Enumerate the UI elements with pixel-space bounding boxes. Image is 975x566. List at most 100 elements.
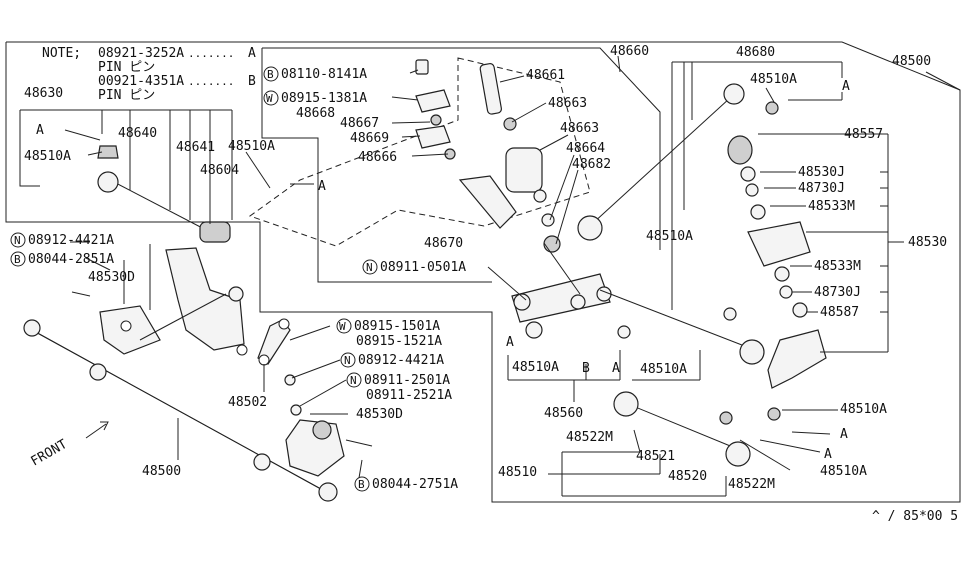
svg-text:N: N bbox=[344, 354, 351, 367]
note-line1-sub: PIN ピン bbox=[98, 60, 155, 75]
svg-text:B: B bbox=[14, 253, 21, 266]
diagram-frame bbox=[5, 41, 961, 503]
label-48664: 48664 bbox=[566, 141, 605, 156]
label-48661: 48661 bbox=[526, 68, 565, 83]
svg-text:B: B bbox=[267, 68, 274, 81]
label-08911-2501A: 08911-2501A bbox=[364, 373, 450, 388]
label-48587: 48587 bbox=[820, 305, 859, 320]
svg-text:.......: ....... bbox=[188, 75, 234, 88]
svg-text:.......: ....... bbox=[188, 47, 234, 60]
idler-arm-assembly bbox=[165, 247, 248, 356]
label-48663b: 48663 bbox=[560, 121, 599, 136]
svg-text:N: N bbox=[350, 374, 357, 387]
label-48670: 48670 bbox=[424, 236, 463, 251]
pin-tag-b: B bbox=[582, 361, 590, 376]
label-48530D-1: 48530D bbox=[88, 270, 135, 285]
label-48660: 48660 bbox=[610, 44, 649, 59]
label-08911-2521A: 08911-2521A bbox=[366, 388, 452, 403]
label-48521: 48521 bbox=[636, 449, 675, 464]
pin-tag-a: A bbox=[840, 427, 848, 442]
label-48510A-7: 48510A bbox=[840, 402, 887, 417]
label-48530J-1: 48530J bbox=[798, 165, 845, 180]
pin-tag-a: A bbox=[318, 179, 326, 194]
svg-text:B: B bbox=[358, 478, 365, 491]
label-48510A-5: 48510A bbox=[512, 360, 559, 375]
label-48630: 48630 bbox=[24, 86, 63, 101]
label-48641: 48641 bbox=[176, 140, 215, 155]
note-line2-tag: B bbox=[248, 74, 256, 89]
note-line2-part: 00921-4351A bbox=[98, 74, 184, 89]
svg-text:N: N bbox=[14, 234, 21, 247]
part-labels: 48500 48660 48680 48630 08110-8141A 4866… bbox=[24, 44, 947, 492]
label-48667: 48667 bbox=[340, 116, 379, 131]
label-48560: 48560 bbox=[544, 406, 583, 421]
label-08044-2751A: 08044-2751A bbox=[372, 477, 458, 492]
footer-code: ^ / 85*00 5 bbox=[872, 509, 958, 524]
label-08915-1381A: 08915-1381A bbox=[281, 91, 367, 106]
prefix-markers: B W N B N W N N B bbox=[10, 66, 378, 492]
label-48682: 48682 bbox=[572, 157, 611, 172]
label-48510A-8: 48510A bbox=[820, 464, 867, 479]
label-48604: 48604 bbox=[200, 163, 239, 178]
label-08912-4421A-1: 08912-4421A bbox=[28, 233, 114, 248]
right-tie-rod-48680 bbox=[577, 83, 779, 241]
label-48668: 48668 bbox=[296, 106, 335, 121]
svg-text:N: N bbox=[366, 261, 373, 274]
label-48522M-2: 48522M bbox=[728, 477, 775, 492]
relay-rod-48670 bbox=[458, 175, 612, 339]
center-link bbox=[23, 319, 338, 502]
label-48533M-2: 48533M bbox=[814, 259, 861, 274]
label-48666: 48666 bbox=[358, 150, 397, 165]
label-08044-2851A: 08044-2851A bbox=[28, 252, 114, 267]
label-48510: 48510 bbox=[498, 465, 537, 480]
bracket-48530D bbox=[99, 293, 227, 355]
label-48669: 48669 bbox=[350, 131, 389, 146]
detail-dash-region bbox=[248, 57, 591, 247]
label-48730J-2: 48730J bbox=[814, 285, 861, 300]
label-48510A-6: 48510A bbox=[640, 362, 687, 377]
lower-right-tie-rod bbox=[599, 289, 781, 467]
label-48500-top: 48500 bbox=[892, 54, 931, 69]
pin-tag-a: A bbox=[842, 79, 850, 94]
label-48640: 48640 bbox=[118, 126, 157, 141]
label-48557: 48557 bbox=[844, 127, 883, 142]
left-tie-rod-assembly bbox=[97, 145, 231, 243]
label-48510A-4: 48510A bbox=[646, 229, 693, 244]
label-48730J-1: 48730J bbox=[798, 181, 845, 196]
note-line1-tag: A bbox=[248, 46, 256, 61]
pin-tag-a: A bbox=[36, 123, 44, 138]
pin-tag-a: A bbox=[824, 447, 832, 462]
steering-column-parts bbox=[415, 59, 561, 253]
label-08912-4421A-2: 08912-4421A bbox=[358, 353, 444, 368]
label-08915-1521A: 08915-1521A bbox=[356, 334, 442, 349]
svg-text:W: W bbox=[266, 92, 273, 105]
front-indicator: FRONT bbox=[29, 421, 109, 470]
label-48533M-1: 48533M bbox=[808, 199, 855, 214]
label-48510A-3: 48510A bbox=[228, 139, 275, 154]
gearbox-48530 bbox=[727, 135, 827, 389]
front-label: FRONT bbox=[29, 437, 71, 470]
label-48502: 48502 bbox=[228, 395, 267, 410]
note-line1-part: 08921-3252A bbox=[98, 46, 184, 61]
label-08110-8141A: 08110-8141A bbox=[281, 67, 367, 82]
pitman-arm-bottom bbox=[285, 419, 373, 477]
svg-text:W: W bbox=[339, 320, 346, 333]
label-48510A-1: 48510A bbox=[750, 72, 797, 87]
note-title: NOTE; bbox=[42, 46, 81, 61]
label-48663a: 48663 bbox=[548, 96, 587, 111]
label-48510A-2: 48510A bbox=[24, 149, 71, 164]
label-48520: 48520 bbox=[668, 469, 707, 484]
front-arrow-icon bbox=[85, 421, 109, 439]
label-48530: 48530 bbox=[908, 235, 947, 250]
label-48500-bottom: 48500 bbox=[142, 464, 181, 479]
pin-tags: A A A A B A A A bbox=[36, 79, 850, 462]
note-line2-sub: PIN ピン bbox=[98, 88, 155, 103]
label-08915-1501A: 08915-1501A bbox=[354, 319, 440, 334]
label-48530D-2: 48530D bbox=[356, 407, 403, 422]
note-block: NOTE; 08921-3252A ....... A PIN ピン 00921… bbox=[42, 46, 256, 103]
label-08911-0501A: 08911-0501A bbox=[380, 260, 466, 275]
leader-lines bbox=[64, 55, 961, 497]
pin-tag-a: A bbox=[506, 335, 514, 350]
pin-tag-a: A bbox=[612, 361, 620, 376]
